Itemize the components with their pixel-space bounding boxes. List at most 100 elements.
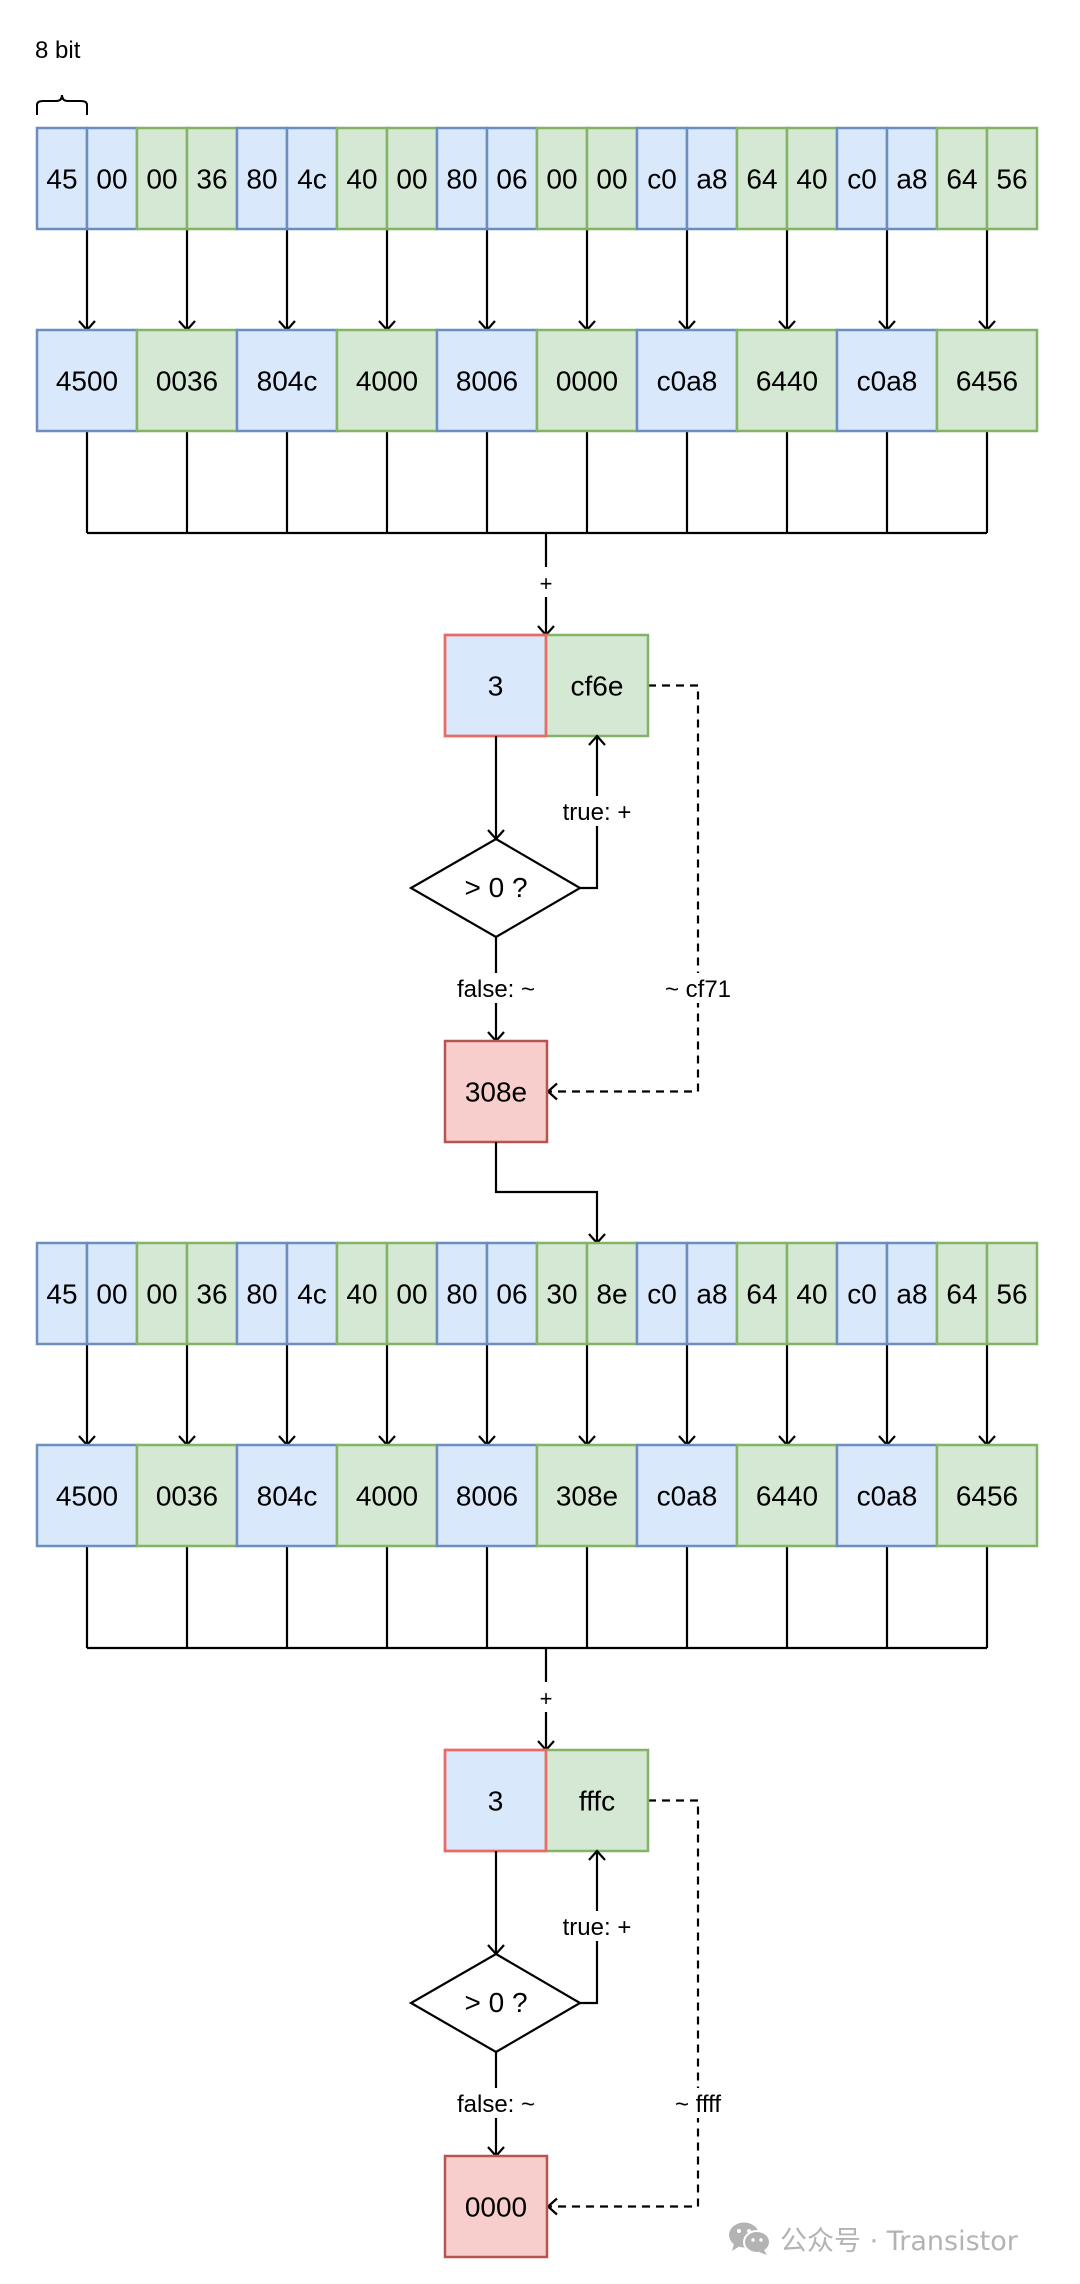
byte-cell-text: 30 bbox=[546, 1279, 577, 1310]
byte-cell-text: 00 bbox=[396, 164, 427, 195]
byte-cell-text: 45 bbox=[46, 164, 77, 195]
word-cell-rect bbox=[935, 328, 1039, 433]
carry-box: 3 bbox=[443, 1748, 548, 1853]
word-cell-rect bbox=[35, 1443, 139, 1548]
byte-cell: c0 bbox=[635, 1241, 689, 1346]
byte-cell-text: 4c bbox=[297, 1279, 327, 1310]
byte-cell: 80 bbox=[435, 126, 489, 231]
complement-label: ~ cf71 bbox=[665, 976, 731, 1003]
byte-cell-text: c0 bbox=[647, 1279, 677, 1310]
byte-cell-text: 40 bbox=[796, 164, 827, 195]
result-box-rect bbox=[443, 2154, 549, 2259]
byte-cell-rect bbox=[285, 126, 339, 231]
byte-cell-rect bbox=[685, 126, 739, 231]
byte-cell-rect bbox=[85, 1241, 139, 1346]
byte-cell-text: 45 bbox=[46, 1279, 77, 1310]
byte-cell-text: 64 bbox=[946, 1279, 977, 1310]
byte-cell-text: a8 bbox=[696, 164, 727, 195]
word-cell: c0a8 bbox=[835, 328, 939, 433]
word-cell: 4000 bbox=[335, 1443, 439, 1548]
byte-cell: 45 bbox=[35, 126, 89, 231]
word-cell-rect bbox=[35, 328, 139, 433]
byte-cell-text: 80 bbox=[446, 164, 477, 195]
word-cell-rect bbox=[935, 1443, 1039, 1548]
byte-cell-text: 00 bbox=[546, 164, 577, 195]
byte-cell-text: 4c bbox=[297, 164, 327, 195]
byte-cell-text: 40 bbox=[346, 164, 377, 195]
carry-box-text: 3 bbox=[488, 1786, 504, 1817]
word-cell-rect bbox=[335, 328, 439, 433]
byte-cell: 80 bbox=[235, 126, 289, 231]
false-label-bg bbox=[440, 2088, 552, 2118]
word-cell-rect bbox=[135, 328, 239, 433]
byte-cell: 00 bbox=[85, 126, 139, 231]
byte-cell: 00 bbox=[385, 126, 439, 231]
complement-label-bg bbox=[655, 973, 741, 1003]
sum-box-text: cf6e bbox=[571, 671, 624, 702]
byte-cell-rect bbox=[835, 126, 889, 231]
carry-box-text: 3 bbox=[488, 671, 504, 702]
word-cell-text: 6440 bbox=[756, 1481, 818, 1512]
byte-cell-text: c0 bbox=[847, 1279, 877, 1310]
word-cell-text: 804c bbox=[257, 366, 318, 397]
byte-cell: 80 bbox=[435, 1241, 489, 1346]
byte-cell: c0 bbox=[835, 1241, 889, 1346]
word-cell-rect bbox=[235, 1443, 339, 1548]
word-cell-rect bbox=[135, 1443, 239, 1548]
byte-cell-text: 64 bbox=[746, 1279, 777, 1310]
byte-cell-text: c0 bbox=[647, 164, 677, 195]
word-cell: 804c bbox=[235, 1443, 339, 1548]
byte-cell: 36 bbox=[185, 1241, 239, 1346]
8-bit-label: 8 bit bbox=[35, 37, 81, 64]
word-cell-rect bbox=[735, 1443, 839, 1548]
byte-cell-rect bbox=[985, 126, 1039, 231]
word-cell-rect bbox=[835, 328, 939, 433]
byte-cell-rect bbox=[185, 1241, 239, 1346]
word-cell-text: 8006 bbox=[456, 1481, 518, 1512]
byte-cell: 00 bbox=[135, 126, 189, 231]
byte-cell: 36 bbox=[185, 126, 239, 231]
byte-cell: 00 bbox=[535, 126, 589, 231]
complement-label: ~ ffff bbox=[675, 2091, 721, 2118]
byte-cell: 00 bbox=[385, 1241, 439, 1346]
word-cell-text: 308e bbox=[556, 1481, 618, 1512]
word-cell-text: 4000 bbox=[356, 1481, 418, 1512]
byte-cell-text: c0 bbox=[847, 164, 877, 195]
word-cell-rect bbox=[635, 328, 739, 433]
sum-box-text: fffc bbox=[579, 1786, 615, 1817]
byte-cell-text: 00 bbox=[96, 164, 127, 195]
word-cell-rect bbox=[435, 1443, 539, 1548]
byte-cell-text: 80 bbox=[446, 1279, 477, 1310]
byte-cell-rect bbox=[135, 126, 189, 231]
byte-cell-text: 06 bbox=[496, 1279, 527, 1310]
byte-cell-rect bbox=[735, 126, 789, 231]
byte-cell-rect bbox=[585, 1241, 639, 1346]
complement-label-bg bbox=[655, 2088, 741, 2118]
byte-cell: a8 bbox=[885, 126, 939, 231]
byte-cell: 40 bbox=[785, 1241, 839, 1346]
word-cell: c0a8 bbox=[635, 328, 739, 433]
byte-cell-rect bbox=[785, 126, 839, 231]
byte-cell-text: 64 bbox=[946, 164, 977, 195]
word-cell-rect bbox=[535, 328, 639, 433]
word-cell-rect bbox=[535, 1443, 639, 1548]
byte-cell-rect bbox=[635, 126, 689, 231]
true-label-bg bbox=[547, 796, 647, 826]
result-box-text: 0000 bbox=[465, 2192, 527, 2223]
byte-cell-text: 40 bbox=[796, 1279, 827, 1310]
byte-cell-rect bbox=[385, 1241, 439, 1346]
wechat-icon bbox=[729, 2222, 771, 2255]
true-label-bg bbox=[547, 1911, 647, 1941]
byte-cell-rect bbox=[235, 126, 289, 231]
sum-box: fffc bbox=[544, 1748, 650, 1853]
word-cell-text: c0a8 bbox=[657, 366, 718, 397]
byte-cell: 06 bbox=[485, 126, 539, 231]
watermark-text: 公众号 · Transistor bbox=[780, 2225, 1018, 2257]
word-cell: 4500 bbox=[35, 1443, 139, 1548]
byte-cell-rect bbox=[385, 126, 439, 231]
byte-cell-rect bbox=[435, 1241, 489, 1346]
8-bit-brace bbox=[36, 94, 88, 115]
byte-cell-rect bbox=[785, 1241, 839, 1346]
word-cell: c0a8 bbox=[835, 1443, 939, 1548]
byte-cell-rect bbox=[985, 1241, 1039, 1346]
